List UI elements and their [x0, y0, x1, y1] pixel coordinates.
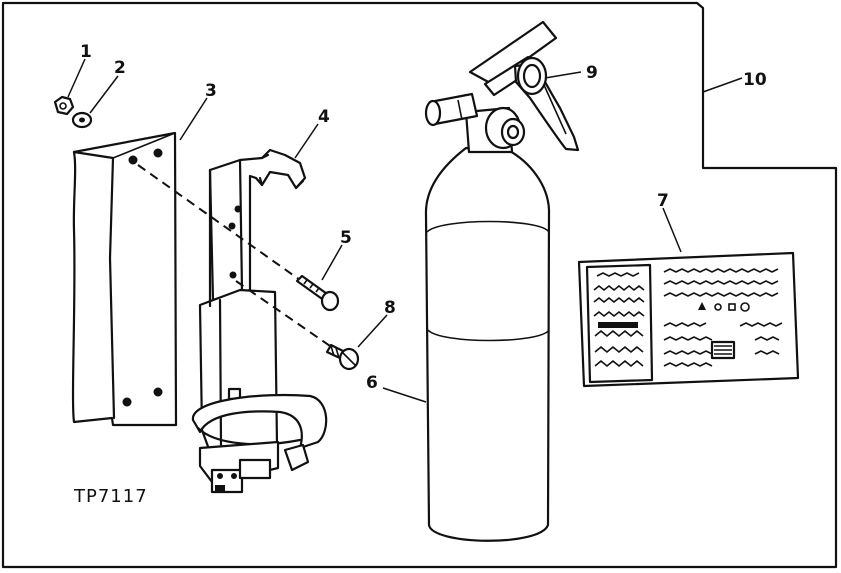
leader-lines: [67, 58, 743, 403]
bracket: [191, 148, 328, 494]
callout-5: 5: [340, 228, 352, 248]
alignment-line-upper: [137, 164, 301, 281]
bolt-part-8: [325, 343, 360, 371]
callout-6: 6: [366, 373, 378, 393]
mounting-plate: [71, 131, 178, 427]
callout-7: 7: [657, 191, 669, 211]
callout-10: 10: [743, 70, 767, 90]
callout-2: 2: [114, 58, 126, 78]
bolt-part-5: [295, 274, 340, 312]
figure-code: TP7117: [73, 486, 148, 507]
callout-4: 4: [318, 107, 330, 127]
callout-1: 1: [80, 42, 92, 62]
callout-3: 3: [205, 81, 217, 101]
alignment-line-lower: [235, 280, 334, 349]
washer-part-2: [71, 111, 93, 129]
callout-9: 9: [586, 63, 598, 83]
fire-extinguisher: [424, 20, 580, 542]
callout-8: 8: [384, 298, 396, 318]
nut-part-1: [53, 95, 75, 116]
instruction-label: [577, 251, 800, 388]
